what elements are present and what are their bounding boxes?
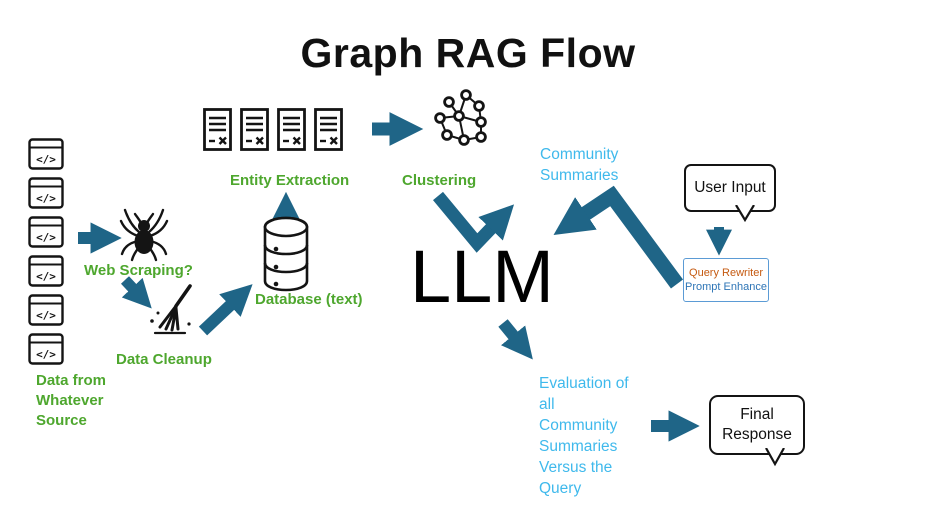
- broom-icon: [150, 284, 192, 335]
- arrow-cleanup-to-database: [198, 284, 253, 336]
- document-icon: [314, 108, 343, 151]
- cluster-graph-icon: [434, 89, 487, 146]
- browser-window-icon: </>: [28, 177, 64, 209]
- code-glyph: </>: [36, 270, 56, 283]
- browser-window-icon: </>: [28, 255, 64, 287]
- browser-window-icon: </>: [28, 216, 64, 248]
- prompt-enhance-label: Prompt Enhance: [685, 281, 767, 293]
- user-input-callout: User Input: [684, 164, 776, 212]
- arrow-query-rewriter-to-llm: [553, 185, 684, 289]
- code-glyph: </>: [36, 348, 56, 361]
- browser-window-icon: </>: [28, 333, 64, 365]
- final-response-label: Final Response: [722, 406, 792, 443]
- llm-label: LLM: [410, 235, 554, 318]
- database-icon: [263, 216, 309, 292]
- evaluation-label: Evaluation of all Community Summaries Ve…: [539, 375, 629, 497]
- data-cleanup-label: Data Cleanup: [116, 351, 212, 368]
- browser-window-icon: </>: [28, 138, 64, 170]
- document-icon: [240, 108, 269, 151]
- code-glyph: </>: [36, 153, 56, 166]
- spider-icon: [119, 208, 169, 262]
- entity-extraction-label: Entity Extraction: [230, 172, 350, 189]
- web-scraping-label: Web Scraping?: [84, 262, 193, 279]
- speech-tail: [765, 448, 785, 467]
- arrow-clustering-to-llm: [432, 191, 515, 253]
- query-rewriter-box: Query Rewriter Prompt Enhance: [683, 258, 769, 302]
- clustering-label: Clustering: [402, 172, 477, 189]
- community-summaries-label: Community Summaries: [540, 146, 619, 184]
- document-icon: [277, 108, 306, 151]
- code-glyph: </>: [36, 192, 56, 205]
- database-label: Database (text): [255, 291, 363, 308]
- arrow-llm-to-evaluation: [498, 319, 533, 360]
- query-rewriter-label: Query Rewriter: [689, 267, 763, 279]
- user-input-label: User Input: [694, 179, 766, 196]
- data-source-label: Data from Whatever Source: [36, 372, 107, 429]
- arrow-web-scraping-to-cleanup: [120, 276, 152, 309]
- code-glyph: </>: [36, 309, 56, 322]
- speech-tail: [735, 205, 755, 223]
- final-response-callout: Final Response: [709, 395, 805, 455]
- code-glyph: </>: [36, 231, 56, 244]
- diagram-title: Graph RAG Flow: [300, 30, 636, 76]
- document-icon: [203, 108, 232, 151]
- browser-window-icon: </>: [28, 294, 64, 326]
